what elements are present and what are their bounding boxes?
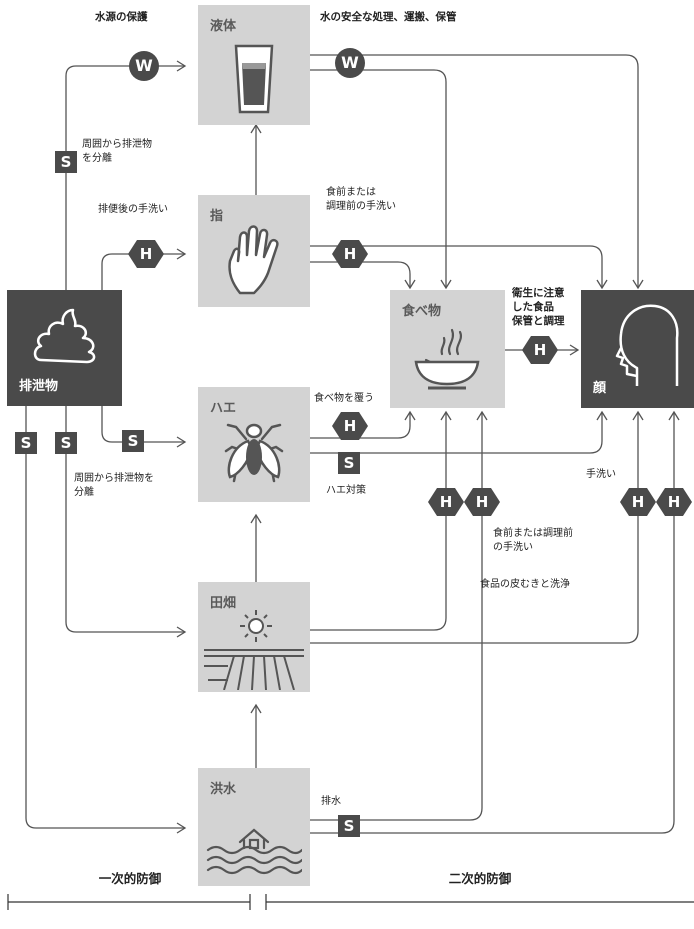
excreta-node: 排泄物 [7,290,122,406]
protect-source-badge: W [129,51,159,81]
handwash-after-badge: H [128,240,164,268]
protect-source-label: 水源の保護 [95,11,148,23]
separate-label-1: 周囲から排泄物 を分離 [82,139,152,164]
fingers-title: 指 [210,209,224,224]
flies-node: ハエ [198,387,310,502]
handwash-before-label: 食前または 調理前の手洗い [326,187,396,212]
hand-icon [228,225,279,295]
face-node: 顔 [581,290,694,408]
handwash-before-label-2: 食前または調理前 の手洗い [493,528,573,553]
excreta-title: 排泄物 [19,379,59,394]
hygienic-food-label: 衛生に注意 した食品 保管と調理 [512,287,565,327]
secondary-defense-label: 二次的防御 [448,871,512,886]
peel-wash-label: 食品の皮むきと洗浄 [480,579,570,590]
liquid-title: 液体 [210,19,237,34]
primary-defense-label: 一次的防御 [98,871,162,886]
fly-icon [224,423,284,483]
separate-left-badge: S [15,432,37,454]
face-title: 顔 [593,381,607,396]
food-bowl-icon [414,328,480,390]
fields-node: 田畑 [198,582,310,692]
fly-control-label: ハエ対策 [326,485,366,496]
food-node: 食べ物 [390,290,505,408]
fly-separate-badge: S [122,430,144,452]
safe-water-badge: W [335,48,365,78]
safe-water-label: 水の安全な処理、運搬、保管 [320,11,457,23]
handwash-after-label: 排便後の手洗い [98,204,168,215]
separate-mid-badge: S [55,432,77,454]
food-title: 食べ物 [402,304,442,319]
flies-title: ハエ [210,401,237,416]
fingers-node: 指 [198,195,310,307]
liquid-node: 液体 [198,5,310,125]
handwash-face-label: 手洗い [586,469,616,480]
farm-field-icon [204,610,304,690]
cover-food-label: 食べ物を覆う [314,393,374,404]
floods-node: 洪水 [198,768,310,886]
flooded-house-icon [206,828,302,875]
drainage-badge: S [338,815,360,837]
excreta-icon [33,308,96,364]
fly-control-badge: S [338,452,360,474]
fields-title: 田畑 [210,596,237,611]
separate-label-2: 周囲から排泄物を 分離 [74,473,154,498]
head-icon [615,304,679,386]
floods-title: 洪水 [210,782,237,797]
glass-icon [234,44,274,114]
drainage-label: 排水 [321,796,341,807]
separate-excreta-badge-top: S [55,151,77,173]
